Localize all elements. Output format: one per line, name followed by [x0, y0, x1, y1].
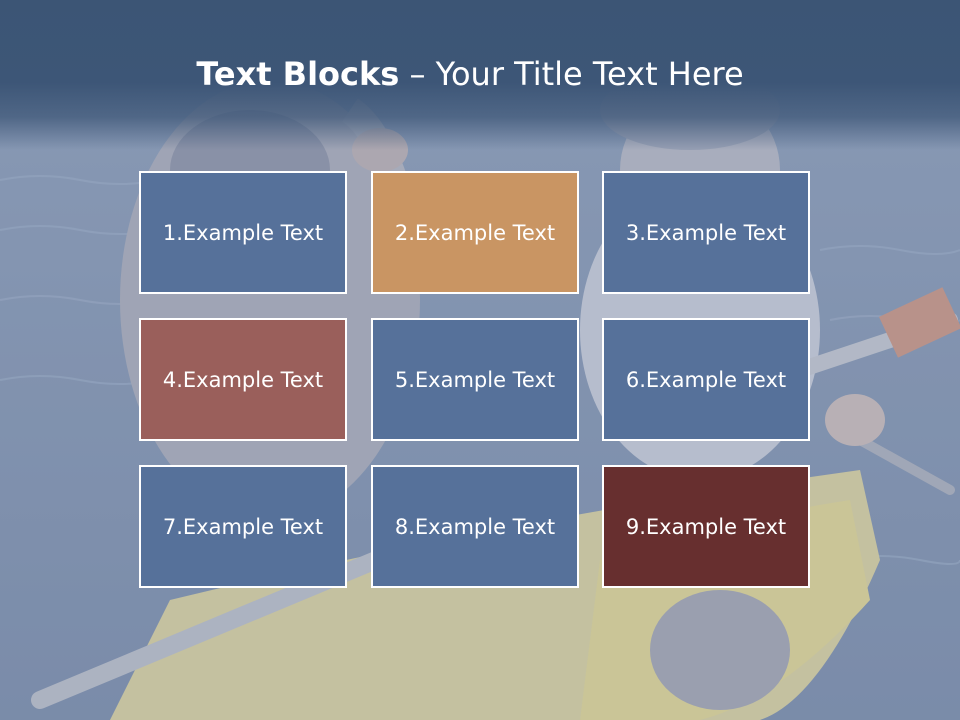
text-block-2: 2.Example Text [371, 171, 579, 294]
title-rest: Your Title Text Here [435, 55, 744, 93]
title-bold-part: Text Blocks [196, 55, 400, 93]
title-dash: – [399, 55, 436, 93]
text-block-6: 6.Example Text [602, 318, 810, 441]
text-block-3: 3.Example Text [602, 171, 810, 294]
text-block-8: 8.Example Text [371, 465, 579, 588]
text-block-1: 1.Example Text [139, 171, 347, 294]
text-block-5: 5.Example Text [371, 318, 579, 441]
text-block-7: 7.Example Text [139, 465, 347, 588]
slide-title: Text Blocks – Your Title Text Here [0, 52, 940, 96]
title-band [0, 0, 960, 150]
text-block-4: 4.Example Text [139, 318, 347, 441]
text-block-9: 9.Example Text [602, 465, 810, 588]
